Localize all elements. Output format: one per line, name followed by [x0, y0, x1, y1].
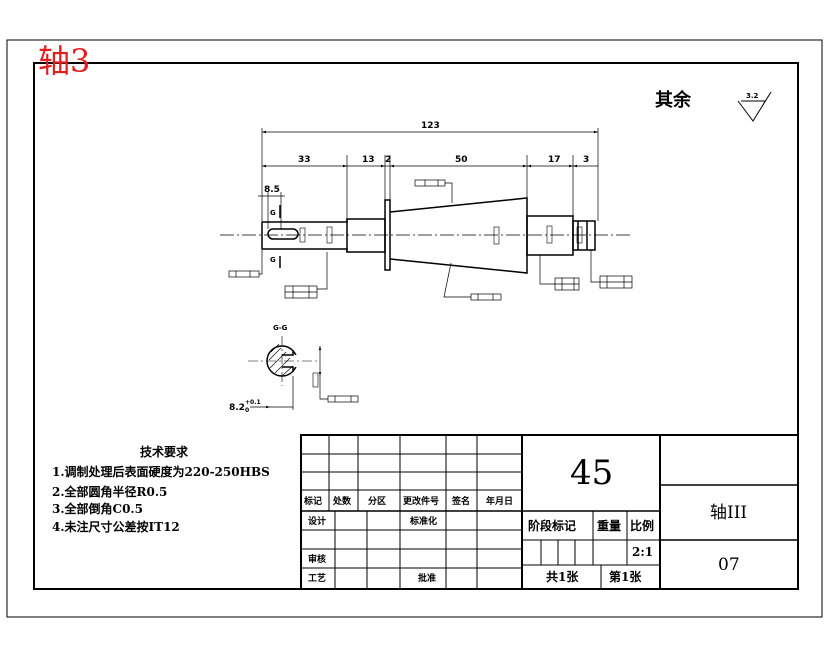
keyway-slot — [267, 228, 299, 240]
tech-req-title: 技术要求 — [140, 444, 189, 459]
label-stage-mark: 阶段标记 — [528, 518, 576, 533]
dim-50: 50 — [455, 155, 468, 165]
dimension-lines — [258, 130, 598, 197]
material-value: 45 — [570, 453, 613, 493]
rev-header-sign: 签名 — [451, 495, 470, 507]
shaft-outline — [261, 197, 596, 274]
section-label: G-G — [273, 324, 288, 332]
rev-header-date: 年月日 — [486, 495, 513, 507]
tech-req-item-2: 2.全部圆角半径R0.5 — [52, 484, 167, 499]
rev-header-count: 处数 — [332, 495, 352, 507]
label-standardize: 标准化 — [409, 515, 437, 527]
diameter-labels — [299, 225, 583, 245]
title-block — [300, 434, 799, 590]
surface-note-text: 其余 — [655, 89, 692, 111]
tech-req-item-4: 4.未注尺寸公差按IT12 — [52, 519, 180, 534]
tech-req-item-3: 3.全部倒角C0.5 — [52, 501, 143, 516]
rev-header-mark: 标记 — [303, 495, 322, 507]
section-depth: 8.2 — [229, 403, 245, 413]
part-name: 轴III — [710, 503, 747, 523]
label-design: 设计 — [308, 515, 326, 527]
extension-lines — [261, 128, 599, 229]
rev-header-zone: 分区 — [368, 495, 386, 507]
roughness-value: 3.2 — [746, 92, 759, 100]
label-process: 工艺 — [308, 572, 326, 584]
cut-label-bottom: G — [270, 256, 276, 264]
dim-33: 33 — [298, 155, 311, 165]
rev-header-doc: 更改件号 — [403, 495, 439, 507]
tech-req-item-1: 1.调制处理后表面硬度为220-250HBS — [52, 464, 270, 479]
section-tol-upper: +0.1 — [245, 399, 261, 406]
drawing-number: 07 — [718, 555, 740, 575]
cut-label-top: G — [270, 209, 276, 217]
section-tol-lower: 0 — [245, 407, 249, 414]
scale-value: 2:1 — [632, 545, 653, 559]
label-weight: 重量 — [597, 518, 621, 533]
dim-2: 2 — [385, 155, 391, 165]
dim-keyway: 8.5 — [264, 185, 280, 195]
roughness-symbol-icon — [737, 91, 772, 122]
section-view — [248, 336, 359, 410]
outer-border — [6, 39, 823, 618]
label-approve: 批准 — [418, 572, 436, 584]
dim-13: 13 — [362, 155, 375, 165]
inner-frame — [33, 62, 799, 590]
sheet-number: 第1张 — [609, 569, 642, 584]
label-review: 审核 — [308, 553, 326, 565]
dim-17: 17 — [548, 155, 561, 165]
tolerance-frames — [228, 179, 633, 301]
dim-overall: 123 — [421, 121, 440, 131]
dim-3: 3 — [583, 155, 589, 165]
corner-label: 轴3 — [38, 42, 90, 80]
sheets-total: 共1张 — [546, 569, 579, 584]
label-scale: 比例 — [630, 518, 654, 533]
